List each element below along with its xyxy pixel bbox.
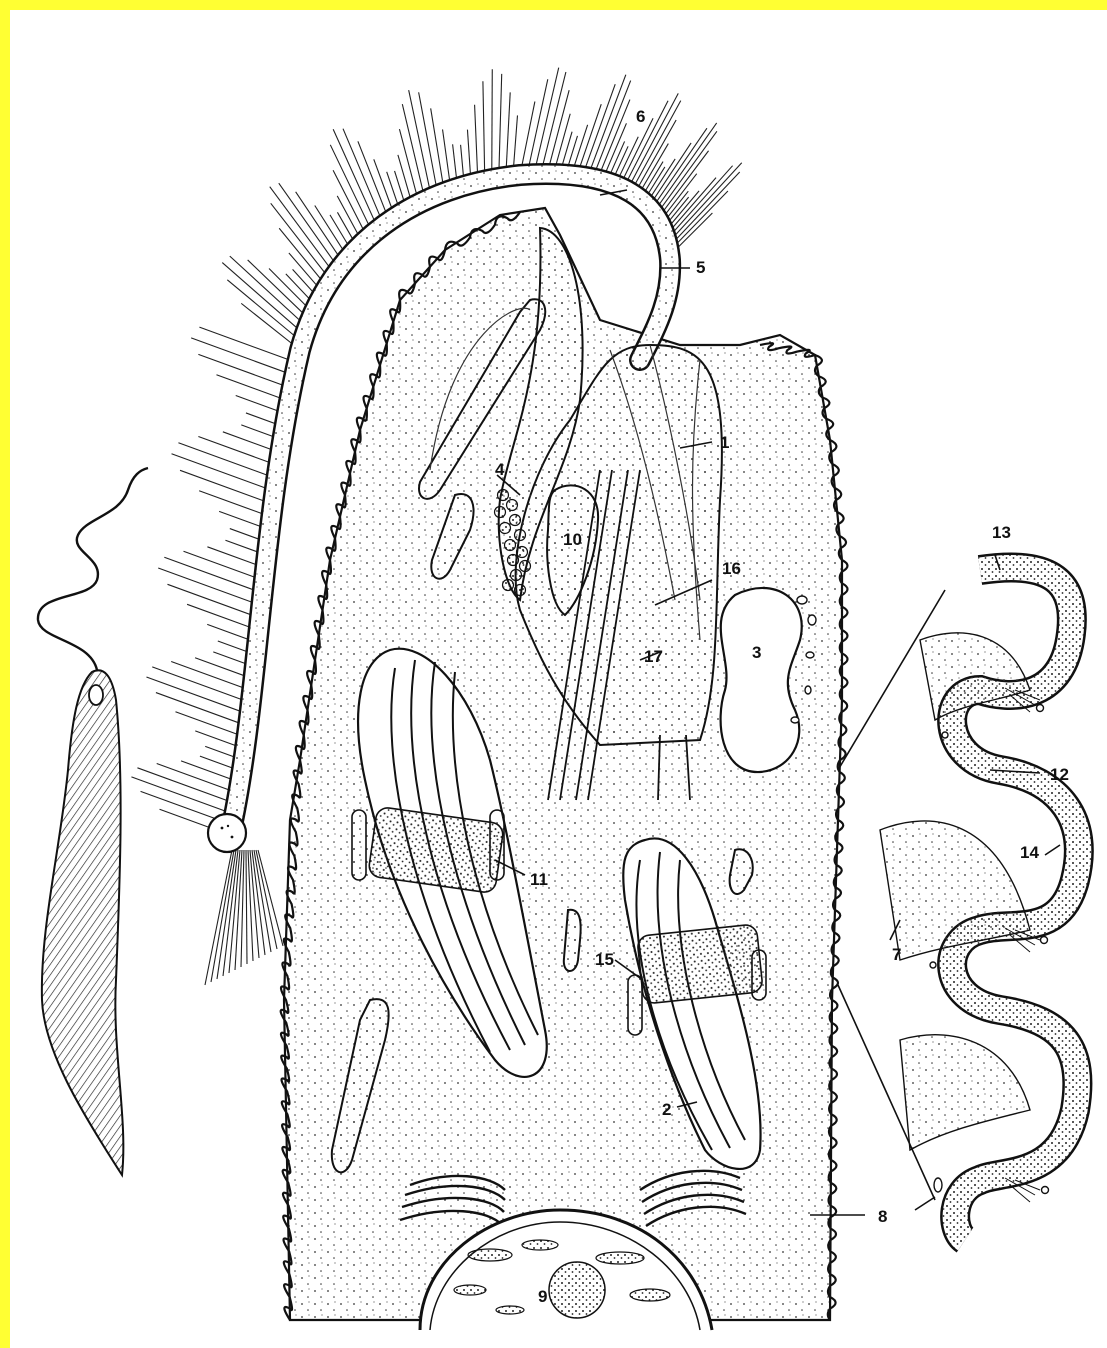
label-8: 8 [878, 1207, 887, 1226]
label-13: 13 [992, 523, 1011, 542]
label-15: 15 [595, 950, 614, 969]
label-12: 12 [1050, 765, 1069, 784]
cell-diagram: 1 2 3 4 5 6 7 8 9 10 11 12 13 14 15 16 1… [10, 10, 1107, 1348]
label-11: 11 [530, 870, 548, 889]
label-1: 1 [720, 433, 729, 452]
label-6: 6 [636, 107, 645, 126]
cell-body-outline [42, 670, 124, 1175]
label-3: 3 [752, 643, 761, 662]
label-5: 5 [696, 258, 705, 277]
label-16: 16 [722, 559, 741, 578]
label-14: 14 [1020, 843, 1039, 862]
label-2: 2 [662, 1100, 671, 1119]
flagellum-whip [38, 468, 148, 670]
mucocyst [934, 1178, 942, 1192]
paramylon-1b [490, 810, 504, 880]
label-10: 10 [563, 530, 582, 549]
label-9: 9 [538, 1287, 547, 1306]
flagellar-pocket [89, 685, 103, 705]
paramylon-1a [352, 810, 366, 880]
flagellum-cross-section [208, 814, 246, 852]
whole-cell-sketch [38, 468, 148, 1175]
label-7: 7 [892, 945, 901, 964]
figure-panel: 1 2 3 4 5 6 7 8 9 10 11 12 13 14 15 16 1… [10, 10, 1107, 1348]
nucleolus [549, 1262, 605, 1318]
label-17: 17 [644, 647, 663, 666]
label-4: 4 [495, 460, 505, 479]
pellicle-detail [838, 568, 1079, 1240]
pyrenoid-2 [637, 924, 763, 1004]
